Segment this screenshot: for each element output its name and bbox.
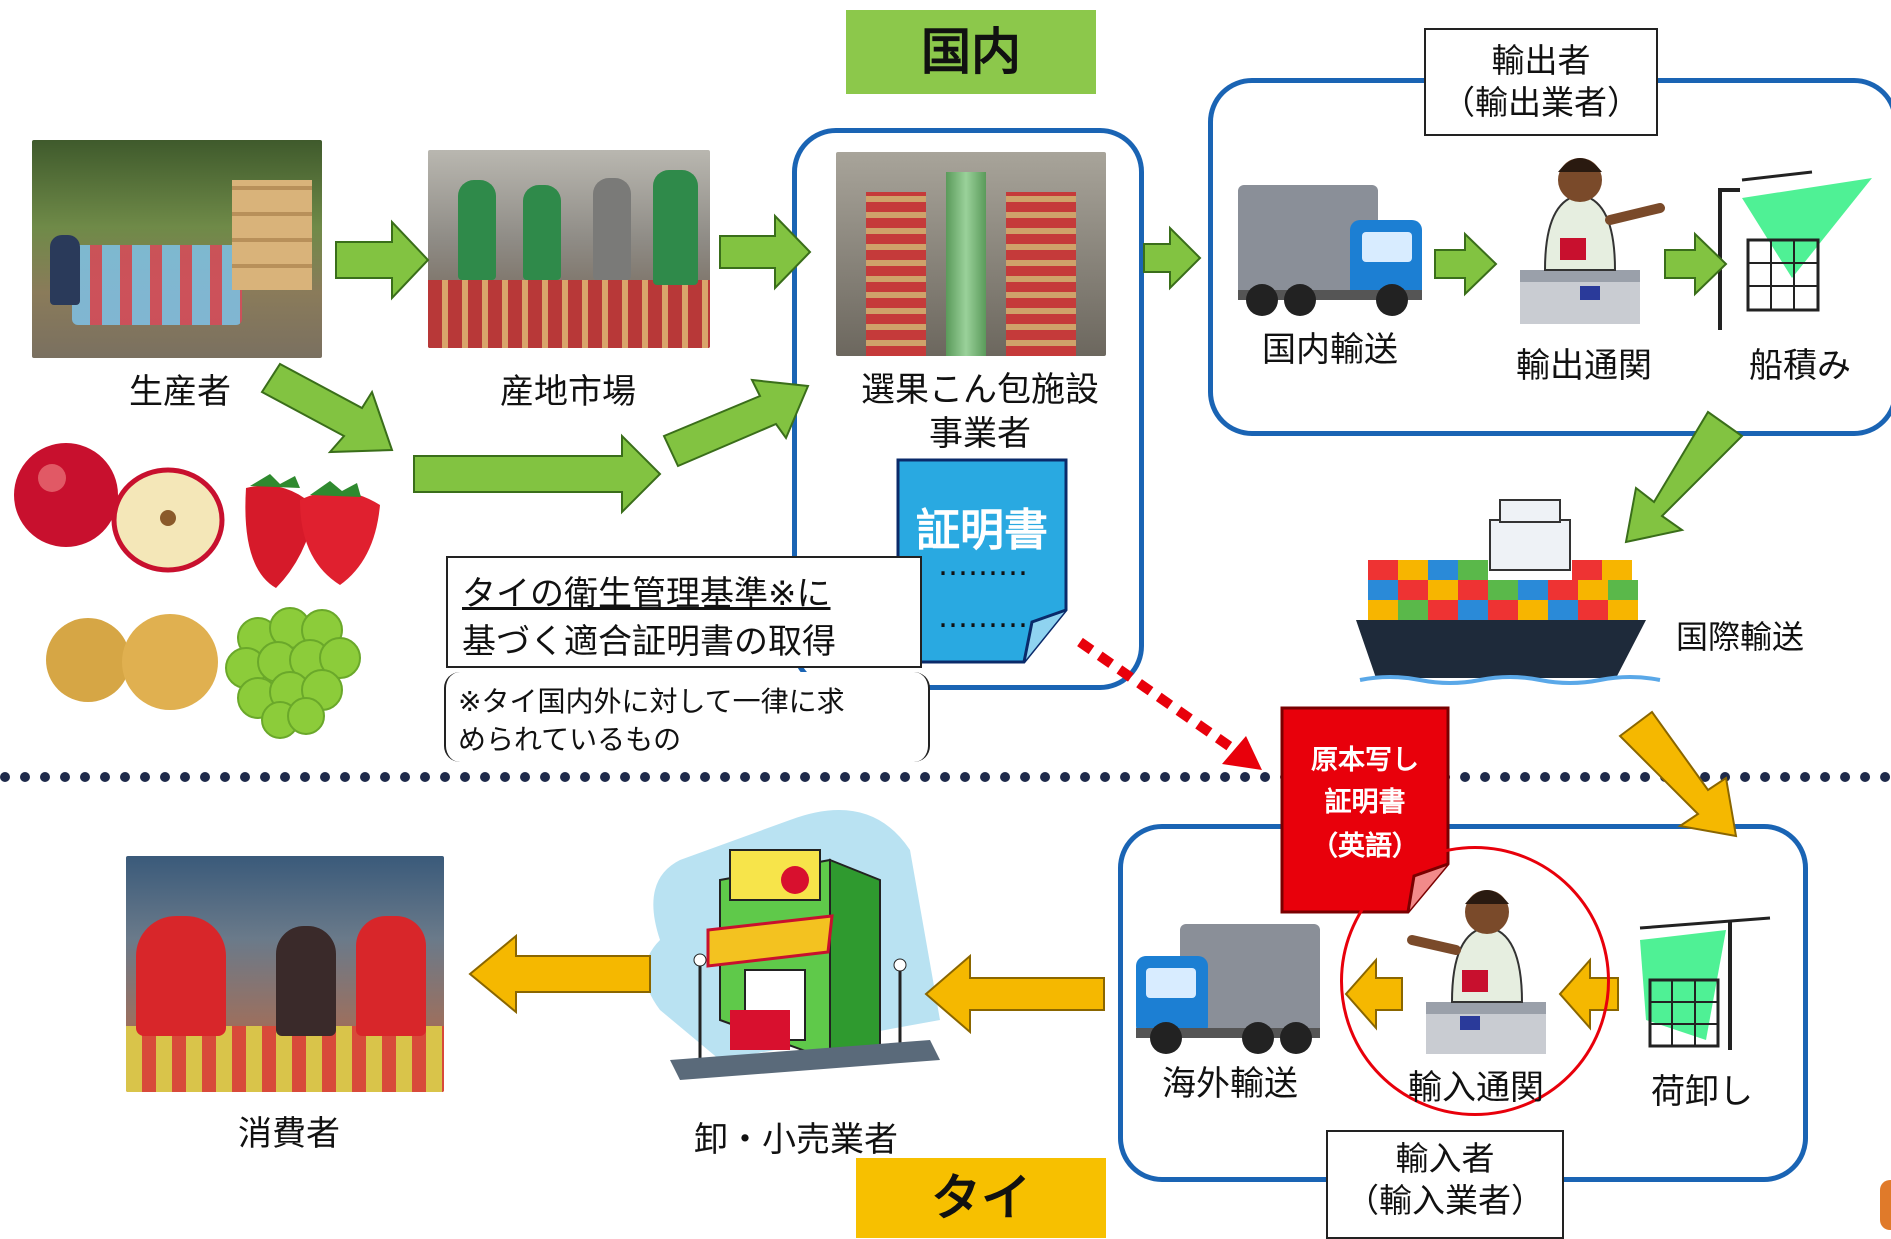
retail-shop-icon	[645, 810, 940, 1080]
importer-line1: 輸入者	[1395, 1139, 1495, 1178]
container-ship-icon	[1356, 499, 1661, 685]
region-thailand-label	[856, 1158, 1106, 1238]
arrow-market-to-packing	[719, 213, 812, 291]
border-line	[0, 772, 1891, 782]
certificate-dots-2: ………	[938, 600, 1028, 635]
producer-photo	[32, 140, 322, 358]
region-thailand-text: タイ	[931, 1169, 1031, 1227]
export-officer-icon	[1520, 158, 1665, 324]
arrow-ship-to-unloading	[1618, 710, 1738, 838]
intl-transport-label: 国際輸送	[1675, 618, 1804, 656]
standard-callout	[446, 556, 922, 668]
original-copy-line3: （英語）	[1311, 831, 1419, 862]
local-market-photo	[428, 150, 710, 348]
original-copy-line1: 原本写し	[1311, 745, 1419, 776]
arrow-transport-to-clearance	[1434, 231, 1498, 297]
arrow-cert-to-original	[1077, 637, 1235, 753]
unloading-crane-icon	[1639, 916, 1771, 1050]
standard-callout-line1: タイの衛生管理基準※に	[462, 574, 831, 614]
exporter-label-box: 輸出者 （輸出業者）	[1424, 28, 1658, 136]
arrow-producer-to-market	[335, 219, 430, 301]
arrow-producer-to-packing-lower	[413, 433, 662, 515]
arrow-packing-to-exporter	[1143, 225, 1202, 291]
consumer-label: 消費者	[238, 1114, 340, 1154]
importer-label-box: 輸入者 （輸入業者）	[1326, 1130, 1564, 1239]
loading-crane-icon	[1718, 170, 1872, 330]
original-copy-line2: 証明書	[1324, 787, 1406, 818]
loading-label: 船積み	[1749, 346, 1851, 386]
certificate-title: 証明書	[916, 505, 1048, 556]
retailer-label: 卸・小売業者	[694, 1120, 898, 1160]
import-clearance-highlight	[1340, 846, 1610, 1116]
importer-line2: （輸入業者）	[1346, 1181, 1544, 1220]
corner-decoration	[1880, 1180, 1891, 1230]
overseas-truck-icon	[1136, 924, 1320, 1054]
exporter-line1: 輸出者	[1491, 41, 1591, 80]
note-line1: ※タイ国内外に対して一律に求	[458, 685, 845, 718]
overseas-transport-label: 海外輸送	[1162, 1064, 1298, 1104]
arrow-clearance-to-loading	[1664, 231, 1728, 297]
note-line2: められているもの	[458, 723, 682, 756]
arrow-loading-to-ship	[1624, 410, 1744, 544]
producer-label: 生産者	[129, 372, 231, 412]
arrow-lower-to-packing	[662, 378, 810, 468]
note-bracket-box	[444, 672, 930, 762]
import-clearance-label: 輸入通関	[1408, 1068, 1544, 1108]
arrow-producer-diagonal	[260, 362, 394, 454]
packing-facility-label-1: 選果こん包施設	[861, 370, 1099, 410]
standard-callout-line2: 基づく適合証明書の取得	[462, 622, 836, 662]
domestic-transport-label: 国内輸送	[1262, 330, 1398, 370]
region-domestic-text: 国内	[921, 23, 1021, 81]
packing-facility-photo	[836, 152, 1106, 356]
unloading-label: 荷卸し	[1651, 1072, 1753, 1112]
exporter-line2: （輸出業者）	[1442, 83, 1640, 122]
domestic-truck-icon	[1238, 185, 1422, 316]
local-market-label: 産地市場	[500, 372, 636, 412]
certificate-dots-1: ………	[938, 548, 1028, 583]
arrow-transport-to-retailer	[924, 953, 1105, 1035]
arrow-retailer-to-consumer	[468, 933, 651, 1015]
packing-facility-label-2: 事業者	[929, 414, 1031, 454]
region-domestic-label	[846, 10, 1096, 94]
export-clearance-label: 輸出通関	[1516, 346, 1652, 386]
consumer-photo	[126, 856, 444, 1092]
